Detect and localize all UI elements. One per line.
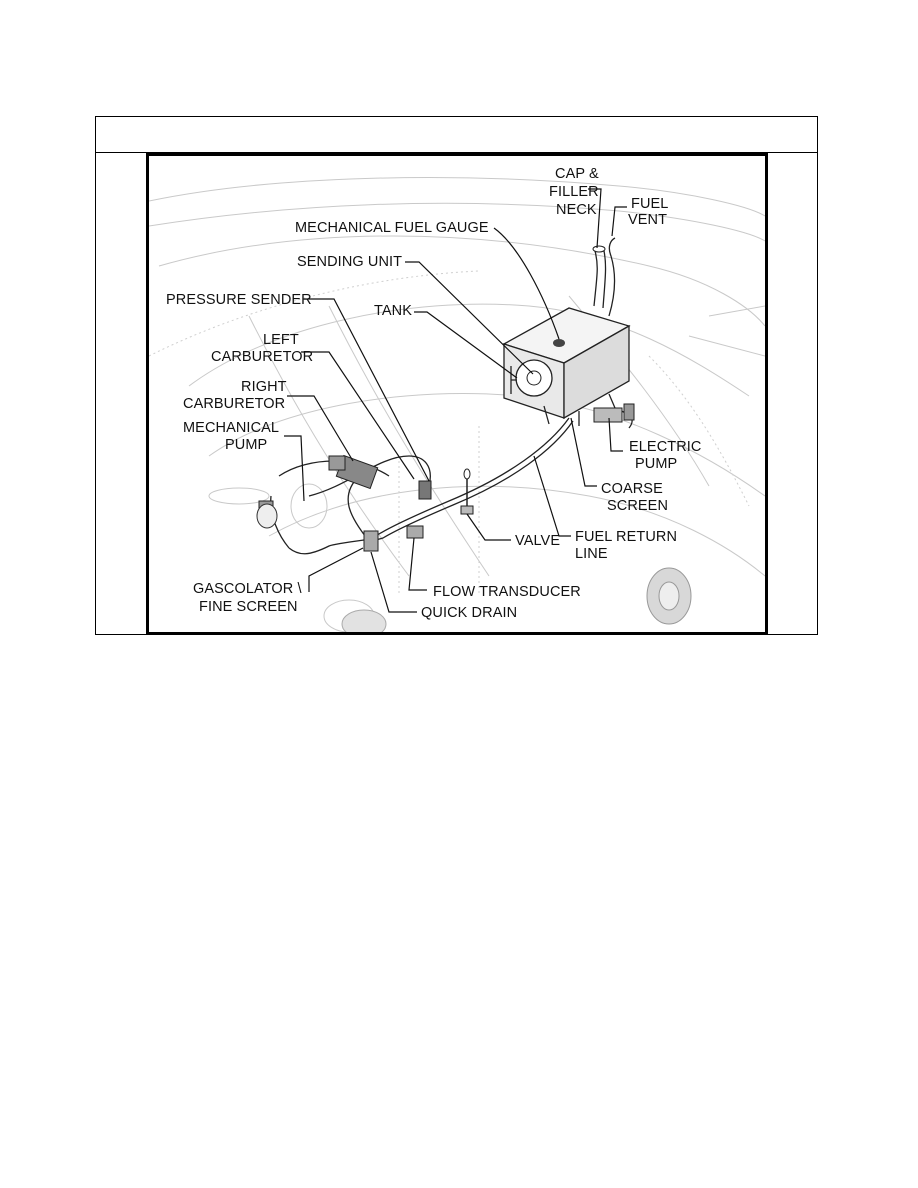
label-tank: TANK bbox=[374, 303, 412, 319]
label-fuel-return-line-2: LINE bbox=[575, 546, 608, 562]
label-cap-filler-2: FILLER bbox=[549, 184, 599, 200]
label-valve: VALVE bbox=[515, 533, 560, 549]
label-mechanical-fuel-gauge: MECHANICAL FUEL GAUGE bbox=[295, 220, 489, 236]
label-gascolator-1: GASCOLATOR \ bbox=[193, 581, 303, 597]
label-left-carburetor-2: CARBURETOR bbox=[211, 349, 313, 365]
label-flow-transducer: FLOW TRANSDUCER bbox=[433, 584, 581, 600]
label-sending-unit: SENDING UNIT bbox=[297, 254, 402, 270]
fuel-system-diagram: CAP & FILLER NECK FUEL VENT MECHANICAL F… bbox=[149, 166, 765, 632]
label-pressure-sender: PRESSURE SENDER bbox=[166, 292, 312, 308]
label-mechanical-pump-1: MECHANICAL bbox=[183, 420, 279, 436]
label-cap-filler-3: NECK bbox=[556, 202, 597, 218]
label-coarse-screen-2: SCREEN bbox=[607, 498, 668, 514]
label-cap-filler-1: CAP & bbox=[555, 166, 599, 182]
fuel-tank bbox=[502, 237, 631, 426]
label-right-carburetor-1: RIGHT bbox=[241, 379, 287, 395]
fuel-system-figure: CAP & FILLER NECK FUEL VENT MECHANICAL F… bbox=[146, 153, 768, 635]
table-header-row bbox=[96, 117, 817, 153]
label-fuel-vent-1: FUEL bbox=[631, 196, 668, 212]
label-fuel-return-line-1: FUEL RETURN bbox=[575, 529, 677, 545]
electric-pump bbox=[593, 403, 635, 423]
engine-components bbox=[256, 454, 432, 552]
label-gascolator-2: FINE SCREEN bbox=[199, 599, 298, 615]
label-electric-pump-2: PUMP bbox=[635, 456, 677, 472]
fuel-valve bbox=[460, 468, 474, 515]
label-left-carburetor-1: LEFT bbox=[263, 332, 299, 348]
label-right-carburetor-2: CARBURETOR bbox=[183, 396, 285, 412]
label-coarse-screen-1: COARSE bbox=[601, 481, 663, 497]
figure-frame: CAP & FILLER NECK FUEL VENT MECHANICAL F… bbox=[95, 116, 818, 635]
label-mechanical-pump-2: PUMP bbox=[225, 437, 267, 453]
label-fuel-vent-2: VENT bbox=[628, 212, 667, 228]
label-electric-pump-1: ELECTRIC bbox=[629, 439, 702, 455]
leader-lines bbox=[284, 188, 627, 613]
callout-labels: CAP & FILLER NECK FUEL VENT MECHANICAL F… bbox=[166, 166, 702, 621]
label-quick-drain: QUICK DRAIN bbox=[421, 605, 517, 621]
